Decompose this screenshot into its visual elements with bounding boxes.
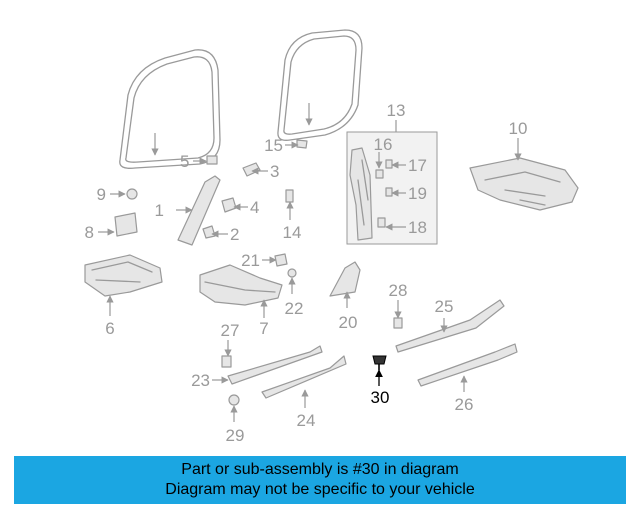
front-door-seal <box>119 49 221 169</box>
clip-22 <box>287 268 297 278</box>
callout-20: 20 <box>339 313 358 332</box>
callout-7: 7 <box>259 319 268 338</box>
info-banner: Part or sub-assembly is #30 in diagram D… <box>14 456 626 504</box>
callout-8: 8 <box>85 223 94 242</box>
callout-2: 2 <box>230 225 239 244</box>
callout-24: 24 <box>297 411 316 430</box>
callout-28: 28 <box>389 281 408 300</box>
callout-22: 22 <box>285 299 304 318</box>
sill-25 <box>395 299 505 353</box>
callout-15: 15 <box>264 136 283 155</box>
clip-4 <box>221 197 237 213</box>
leader-lines <box>98 138 522 422</box>
callout-23: 23 <box>191 371 210 390</box>
parts-diagram: 1 2 3 4 5 6 7 8 9 10 13 14 15 16 17 18 1… <box>84 29 579 445</box>
callout-29: 29 <box>226 426 245 445</box>
clip-5 <box>206 155 218 165</box>
clip-28 <box>393 317 403 329</box>
callout-30[interactable]: 30 <box>371 388 390 407</box>
callout-4: 4 <box>250 198 259 217</box>
callout-numbers: 1 2 3 4 5 6 7 8 9 10 13 14 15 16 17 18 1… <box>85 101 528 445</box>
rear-carpet <box>469 157 579 211</box>
a-pillar-trim <box>177 175 221 246</box>
clip-2 <box>202 225 216 239</box>
banner-line-2: Diagram may not be specific to your vehi… <box>165 481 475 498</box>
callout-5: 5 <box>180 152 189 171</box>
clip-3 <box>242 162 261 177</box>
clip-14 <box>285 189 294 203</box>
callout-17: 17 <box>408 156 427 175</box>
rear-door-seal <box>277 29 363 141</box>
callout-26: 26 <box>455 395 474 414</box>
callout-3: 3 <box>270 162 279 181</box>
sill-26 <box>417 343 518 387</box>
sill-23 <box>227 345 323 385</box>
part-30[interactable] <box>372 355 387 386</box>
callout-27: 27 <box>221 321 240 340</box>
sill-24 <box>261 355 347 399</box>
pad-8 <box>114 212 138 237</box>
callout-1: 1 <box>155 201 164 220</box>
callout-9: 9 <box>97 185 106 204</box>
trim-20 <box>329 261 361 297</box>
clip-27 <box>221 355 232 368</box>
callout-21: 21 <box>241 251 260 270</box>
clip-21 <box>274 253 288 267</box>
callout-14: 14 <box>283 223 302 242</box>
center-trim <box>199 264 283 306</box>
callout-25: 25 <box>435 297 454 316</box>
callout-6: 6 <box>105 319 114 338</box>
clip-15 <box>296 139 308 149</box>
banner-line-1: Part or sub-assembly is #30 in diagram <box>181 461 459 478</box>
callout-16: 16 <box>374 135 393 154</box>
callout-19: 19 <box>408 184 427 203</box>
callout-18: 18 <box>408 218 427 237</box>
callout-10: 10 <box>509 119 528 138</box>
grommet-9 <box>126 188 138 200</box>
front-carpet <box>84 254 163 297</box>
callout-13: 13 <box>387 101 406 120</box>
screw-29 <box>228 394 240 406</box>
